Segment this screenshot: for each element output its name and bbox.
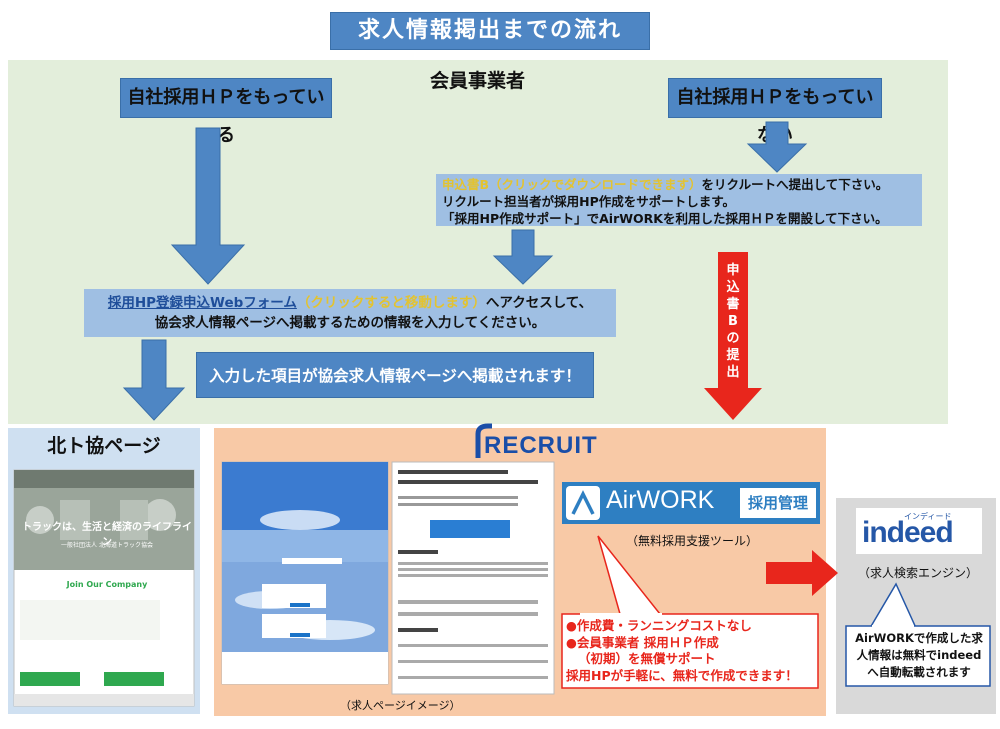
hp-no-box: 自社採用ＨＰをもっていない (668, 78, 882, 146)
hokuto-label: 北ト協ページ (8, 428, 200, 464)
apply-b-link[interactable]: 申込書B（クリックでダウンロードできます） (442, 177, 702, 192)
callout-line: へ自動転載されます (867, 665, 971, 679)
callout-line: 人情報は無料でindeed (856, 648, 982, 662)
indeed-kana: インディード (904, 512, 952, 521)
web-form-box: 採用HP登録申込Webフォーム（クリックすると移動します）へアクセスして、 協会… (84, 289, 616, 337)
vertical-char: 申 (726, 263, 740, 278)
job-page-mockup (221, 461, 555, 695)
member-label: 会員事業者 (430, 70, 526, 92)
recruit-logo-mark (475, 423, 492, 458)
arrow-down-to-hokuto (122, 339, 186, 421)
feature-item: ●会員事業者 採用ＨＰ作成 (566, 634, 719, 650)
airwork-badge: 採用管理 (747, 494, 808, 512)
indeed-logo-box (856, 508, 982, 554)
airwork-logo (562, 482, 820, 524)
vertical-char: 提 (726, 348, 740, 363)
feature-item: 採用HPが手軽に、無料で作成できます！ (566, 667, 798, 683)
vertical-char: の (726, 331, 740, 346)
feature-item: （初期）を無償サポート (578, 651, 716, 666)
features-callout (561, 535, 819, 689)
arrow-red-down (704, 252, 762, 420)
recruit-logo: RECRUIT (484, 432, 598, 459)
hokuto-screenshot (13, 469, 195, 707)
hokuto-sub-text: 一般社団法人 北海道トラック協会 (61, 542, 153, 549)
apply-b-line3: 「採用HP作成サポート」でAirWORKを利用した採用ＨＰを開設して下さい。 (442, 211, 888, 226)
vertical-char: 書 (726, 297, 740, 312)
web-form-line2: 協会求人情報ページへ掲載するための情報を入力してください。 (154, 315, 546, 331)
airwork-caption: （無料採用支援ツール） (626, 534, 759, 548)
page-title: 求人情報掲出までの流れ (330, 12, 650, 50)
web-form-link[interactable]: 採用HP登録申込Webフォーム (107, 295, 297, 311)
vertical-char: 込 (726, 280, 740, 295)
indeed-callout (845, 582, 991, 687)
airwork-logo-text: AirWORK (606, 486, 715, 514)
apply-b-line2: リクルート担当者が採用HP作成をサポートします。 (442, 194, 735, 209)
features-list: ●作成費・ランニングコストなし ●会員事業者 採用ＨＰ作成 （初期）を無償サポー… (566, 618, 818, 684)
callout-line: AirWORKで作成した求 (855, 631, 983, 645)
vertical-char: 出 (726, 365, 740, 380)
arrow-red-right (766, 550, 838, 596)
web-form-rest: へアクセスして、 (485, 295, 593, 311)
apply-b-box: 申込書B（クリックでダウンロードできます）をリクルートへ提出して下さい。 リクル… (436, 174, 922, 226)
web-form-hint: （クリックすると移動します） (296, 295, 486, 311)
mockup-caption: （求人ページイメージ） (340, 699, 461, 712)
hp-yes-box: 自社採用ＨＰをもっている (120, 78, 332, 146)
arrow-down-left-long (170, 127, 246, 285)
apply-b-line1: をリクルートへ提出して下さい。 (701, 177, 889, 192)
indeed-logo: indeed (862, 516, 954, 549)
hokuto-join-text: Join Our Company (66, 580, 148, 589)
arrow-down-right-short (746, 121, 808, 173)
vertical-label: 申 込 書 B の 提 出 (724, 262, 742, 381)
hokuto-banner-text: トラックは、生活と経済のライフライン (22, 522, 192, 548)
indeed-callout-text: AirWORKで作成した求 人情報は無料でindeed へ自動転載されます (850, 630, 988, 681)
feature-item: ●作成費・ランニングコストなし (566, 618, 752, 633)
vertical-char: B (728, 314, 738, 329)
indeed-caption: （求人検索エンジン） (858, 566, 979, 580)
posted-box: 入力した項目が協会求人情報ページへ掲載されます！ (196, 352, 594, 398)
arrow-down-middle (492, 229, 554, 285)
